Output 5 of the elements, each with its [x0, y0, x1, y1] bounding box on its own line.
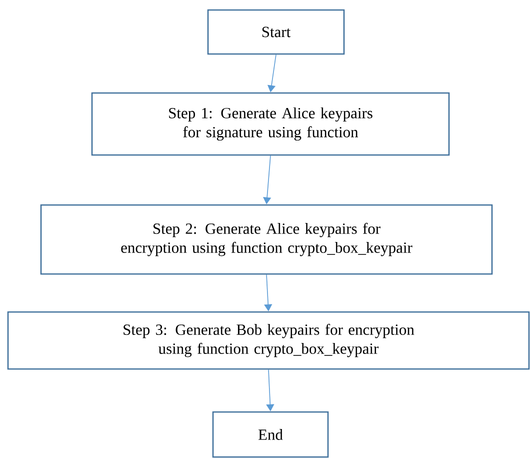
process-box: Step 1: Generate Alice keypairs for signature using function — [91, 92, 450, 156]
process-box: Start — [207, 9, 345, 55]
process-box: End — [212, 411, 329, 458]
process-box: Step 2: Generate Alice keypairs for encryption using function crypto_box_keypair — [40, 204, 493, 275]
process-box: Step 3: Generate Bob keypairs for encryption using function crypto_box_keypair — [7, 311, 530, 370]
